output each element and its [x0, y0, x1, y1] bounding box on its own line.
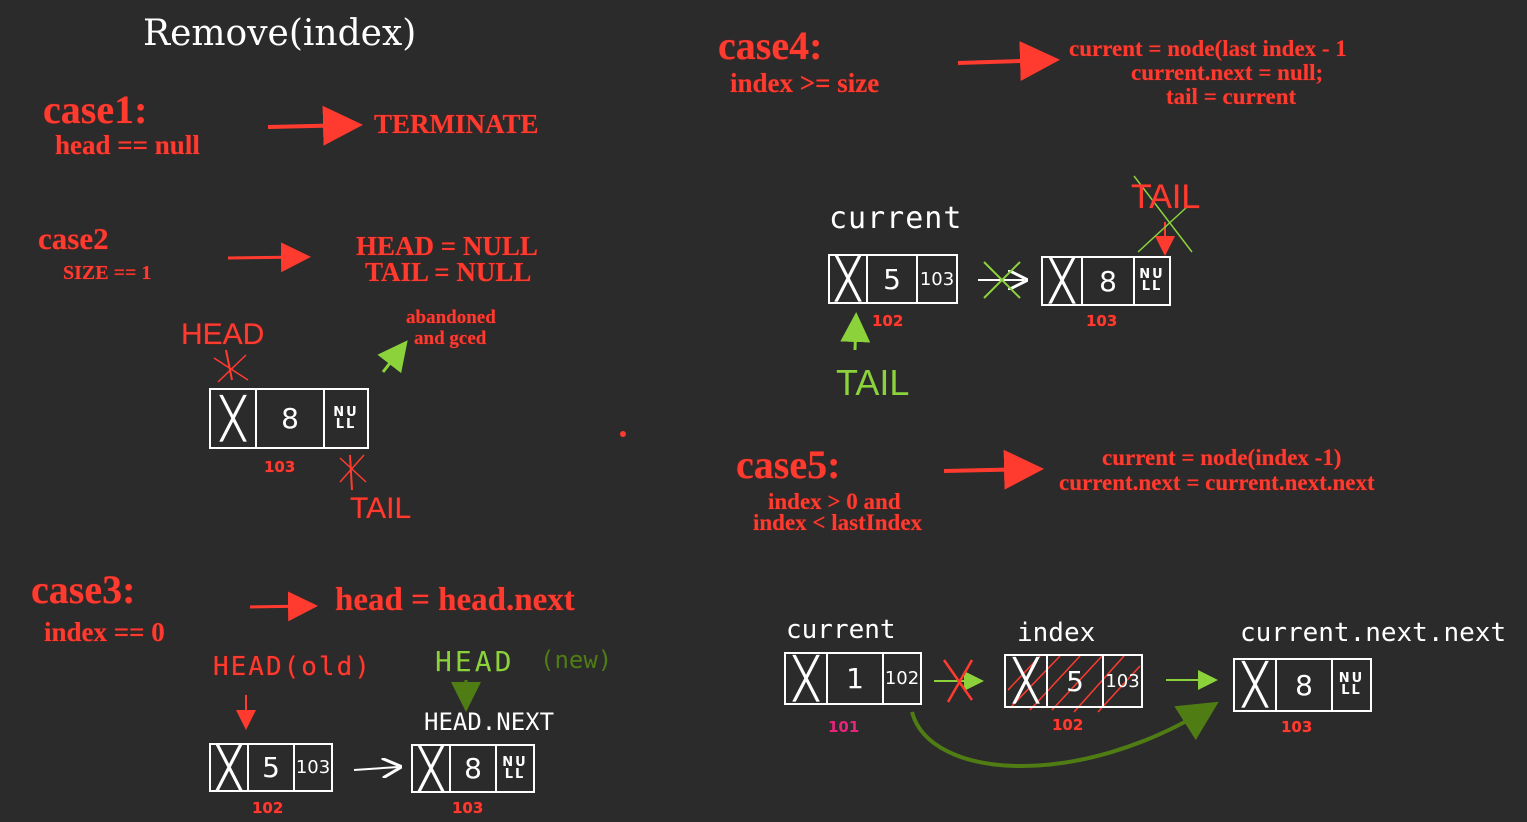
- case1-label: case1:: [43, 87, 148, 132]
- case5-node-b: ╳ 5 103: [1004, 654, 1143, 708]
- case2-head-label: HEAD: [181, 318, 265, 351]
- null-prev-cell: ╳: [1006, 656, 1048, 706]
- next-cell: 103: [919, 268, 955, 290]
- case2-node-address: 103: [264, 458, 296, 476]
- case5-bypass-arrow: [910, 701, 1219, 768]
- case5-condition-line2: index < lastIndex: [753, 510, 923, 535]
- case4-new-tail-pointer: [840, 312, 871, 351]
- case5-node-c-address: 103: [1281, 718, 1313, 736]
- case5-node-a: ╳ 1 102: [784, 652, 922, 705]
- case5-node-a-address: 101: [828, 718, 860, 736]
- case2-action-line1: HEAD = NULL: [356, 231, 538, 261]
- null-prev-cell: ╳: [211, 390, 257, 447]
- value-cell: 5: [1048, 656, 1104, 706]
- case1-arrow: [267, 105, 363, 146]
- value-cell: 1: [828, 654, 884, 703]
- case2-note-line2: and gced: [414, 328, 487, 349]
- case2-note-arrow: [377, 340, 408, 374]
- case1-condition: head == null: [55, 130, 200, 160]
- case2-arrow: [227, 242, 311, 273]
- case2-note-line1: abandoned: [406, 307, 496, 328]
- case2-action-line2: TAIL = NULL: [365, 257, 532, 287]
- case1-action: TERMINATE: [374, 109, 539, 139]
- next-cell: NU LL: [1139, 267, 1165, 294]
- case3-node-b-address: 103: [452, 799, 484, 817]
- case2-node: ╳ 8 NU LL: [209, 388, 369, 449]
- case3-action: head = head.next: [335, 582, 575, 618]
- case4-node-b: ╳ 8 NU LL: [1041, 256, 1171, 306]
- next-cell: NU LL: [333, 404, 359, 432]
- case2-label: case2: [38, 221, 109, 256]
- case5-label: case5:: [736, 442, 841, 487]
- case5-arrow: [943, 449, 1044, 490]
- value-cell: 5: [249, 745, 295, 790]
- case5-action-line2: current.next = current.next.next: [1059, 470, 1375, 495]
- case3-link-arrow: [353, 767, 398, 770]
- case3-next-label: HEAD.NEXT: [424, 708, 555, 736]
- case5-next-next-label: current.next.next: [1240, 618, 1507, 648]
- case4-label: case4:: [718, 23, 823, 68]
- case4-new-tail-label: TAIL: [836, 362, 910, 403]
- case3-node-b: ╳ 8 NU LL: [411, 744, 535, 793]
- value-cell: 8: [451, 746, 497, 791]
- next-cell: 102: [884, 668, 920, 689]
- case5-node-b-address: 102: [1052, 716, 1084, 734]
- case5-action-line1: current = node(index -1): [1102, 445, 1342, 470]
- null-prev-cell: ╳: [413, 746, 451, 792]
- case3-node-a-address: 102: [252, 799, 284, 817]
- case3-old-head-label: HEAD(old): [213, 652, 372, 682]
- stray-dot: [620, 431, 626, 437]
- case4-node-a-address: 102: [872, 312, 904, 330]
- case4-old-tail-label: TAIL: [1131, 178, 1201, 216]
- case4-action-line3: tail = current: [1166, 84, 1297, 109]
- next-cell: 103: [1105, 670, 1140, 692]
- null-prev-cell: ╳: [830, 256, 868, 302]
- case3-new-head-label: HEAD: [435, 645, 515, 678]
- value-cell: 8: [1083, 258, 1135, 304]
- next-cell: NU LL: [1338, 671, 1365, 698]
- case2-tail-label: TAIL: [350, 492, 412, 525]
- case4-condition: index >= size: [730, 68, 880, 98]
- case3-condition: index == 0: [44, 617, 165, 647]
- next-cell: 103: [295, 757, 331, 778]
- null-prev-cell: ╳: [1235, 660, 1277, 710]
- case5-current-label: current: [786, 615, 896, 645]
- page-title: Remove(index): [143, 13, 417, 54]
- case2-head-pointer: [225, 349, 233, 381]
- value-cell: 8: [1277, 660, 1333, 710]
- null-prev-cell: ╳: [786, 654, 828, 703]
- value-cell: 8: [257, 390, 325, 447]
- case4-node-b-address: 103: [1086, 312, 1118, 330]
- case3-new-tag: (new): [540, 646, 613, 674]
- value-cell: 5: [868, 256, 918, 302]
- case4-node-a: ╳ 5 103: [828, 254, 958, 304]
- case2-tail-pointer: [349, 454, 353, 491]
- case3-arrow: [249, 591, 318, 622]
- case5-index-label: index: [1017, 618, 1096, 648]
- case2-condition: SIZE == 1: [63, 262, 152, 284]
- case5-node-c: ╳ 8 NU LL: [1233, 658, 1372, 712]
- case4-action-line2: current.next = null;: [1131, 60, 1324, 85]
- case4-arrow: [957, 41, 1060, 82]
- case5-removed-hatch: [1007, 655, 1141, 713]
- case5-condition-line1: index > 0 and: [768, 489, 901, 514]
- case3-node-a: ╳ 5 103: [209, 743, 333, 792]
- null-prev-cell: ╳: [211, 745, 249, 791]
- case3-label: case3:: [31, 567, 136, 612]
- next-cell: NU LL: [502, 754, 528, 782]
- case4-current-label: current: [829, 201, 963, 236]
- case4-action-line1: current = node(last index - 1: [1069, 36, 1347, 61]
- null-prev-cell: ╳: [1043, 258, 1083, 304]
